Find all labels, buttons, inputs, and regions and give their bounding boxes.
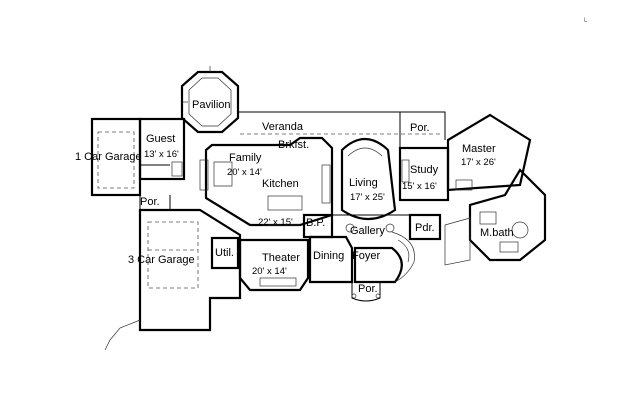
brkfst-label: Brkfst.: [278, 139, 309, 151]
theater-structure: [238, 238, 310, 292]
one-car-garage-label: 1 Car Garage: [75, 151, 142, 163]
porch-top-label: Por.: [410, 122, 430, 134]
veranda-structure: [237, 111, 446, 148]
master-label: Master: [462, 143, 496, 155]
guest-label: Guest: [146, 133, 175, 145]
bp-label: B.P.: [306, 217, 325, 229]
study-dimensions: 15' x 16': [402, 181, 437, 192]
dining-structure: [308, 235, 354, 284]
foyer-structure: [353, 231, 415, 284]
mbath-label: M.bath: [480, 227, 514, 239]
corner-mark: L: [584, 18, 588, 24]
theater-label: Theater: [262, 252, 300, 264]
kitchen-label: Kitchen: [262, 178, 299, 190]
util-structure: [210, 236, 240, 270]
foyer-label: Foyer: [352, 250, 380, 262]
porch-front-label: Por.: [358, 283, 378, 295]
pavilion-structure: [180, 66, 240, 134]
pdr-label: Pdr.: [415, 222, 435, 234]
living-dimensions: 17' x 25': [350, 192, 385, 203]
veranda-label: Veranda: [262, 121, 304, 133]
pdr-structure: [408, 213, 442, 241]
dining-label: Dining: [313, 250, 344, 262]
study-label: Study: [410, 164, 439, 176]
theater-dimensions: 20' x 14': [252, 266, 287, 277]
family-dimensions: 20' x 14': [227, 167, 262, 178]
gallery-label: Gallery: [350, 225, 385, 237]
three-car-garage-label: 3 Car Garage: [128, 254, 195, 266]
master-structure: [446, 113, 532, 192]
gallery-structure: [332, 214, 410, 233]
kitchen-dimensions: 22' x 15': [258, 217, 293, 228]
guest-structure: [138, 117, 186, 181]
mbath-structure: [444, 168, 547, 266]
util-label: Util.: [215, 247, 234, 259]
living-structure: [340, 137, 397, 221]
three-car-garage-structure: [104, 208, 242, 351]
porch-left-label: Por.: [140, 196, 160, 208]
guest-dimensions: 13' x 16': [144, 149, 179, 160]
porch-front-structure: [351, 282, 381, 302]
master-dimensions: 17' x 26': [461, 157, 496, 168]
family-label: Family: [229, 152, 262, 164]
living-label: Living: [349, 177, 378, 189]
pavilion-label: Pavilion: [192, 99, 231, 111]
